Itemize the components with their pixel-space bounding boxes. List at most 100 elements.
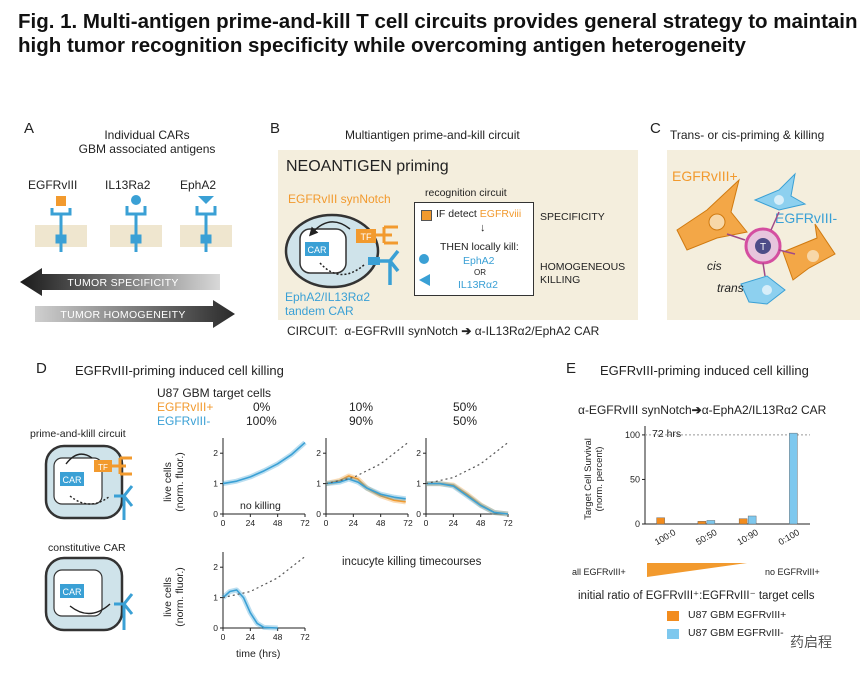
epha2-triangle-icon xyxy=(419,274,430,286)
cis-label: cis xyxy=(707,259,722,273)
panel-e-title: EGFRvIII-priming induced cell killing xyxy=(600,363,809,378)
e-ylabel-1: Target Cell Survival xyxy=(582,438,594,520)
egfrviii-square-icon xyxy=(421,210,432,221)
tumor-homogeneity-arrow xyxy=(35,300,235,328)
tumor-specificity-arrow xyxy=(20,268,220,296)
series-line-1 xyxy=(426,482,509,515)
all-plus-label: all EGFRvIII+ xyxy=(572,567,626,577)
series-line-2 xyxy=(425,442,509,485)
tf-box xyxy=(356,229,376,243)
circuit-line-b: CIRCUIT: α-EGFRvIII synNotch ➔ α-IL13Rα2… xyxy=(287,324,599,338)
y-tick-label: 1 xyxy=(316,479,321,489)
trans-label: trans xyxy=(717,281,744,295)
then-kill-text: THEN locally kill: xyxy=(440,241,519,253)
tandem-car-icon xyxy=(376,249,400,285)
homogeneous-killing-label: HOMOGENEOUS KILLING xyxy=(540,261,625,287)
panel-d-title: EGFRvIII-priming induced cell killing xyxy=(75,363,284,378)
d-circuit-cell-icon: CAR TF xyxy=(44,444,134,520)
d-ylabel-b1: live cells xyxy=(161,577,174,617)
t-cell-text: T xyxy=(760,242,766,253)
series-line-1 xyxy=(325,478,406,500)
x-tick-label: 24 xyxy=(246,632,256,642)
x-tick-label: 0 xyxy=(221,632,226,642)
x-tick-label: 24 xyxy=(449,518,459,528)
no-killing-label: no killing xyxy=(240,500,281,512)
if-detect-antigen: EGFRviii xyxy=(479,208,522,220)
bar-0-2 xyxy=(738,518,748,525)
circuit-left-e: α-EGFRvIII synNotch xyxy=(578,403,692,417)
e-y-tick-label: 50 xyxy=(630,474,640,484)
series-line-0 xyxy=(222,589,278,629)
d-plus-label: EGFRvIII+ xyxy=(157,400,214,414)
bar-1-2 xyxy=(747,515,757,525)
circuit-left-b: α-EGFRvIII synNotch xyxy=(344,324,458,338)
series-band-0 xyxy=(221,587,278,631)
series-line-0 xyxy=(222,441,306,485)
egfrviii-plus-cell-icon xyxy=(676,178,748,251)
d-ylabel-b2: (norm. fluor.) xyxy=(173,567,186,627)
d-ylabel-2: (norm. fluor.) xyxy=(173,452,186,512)
y-tick-label: 1 xyxy=(213,593,218,603)
x-tick-label: 48 xyxy=(273,632,283,642)
panel-b-letter: B xyxy=(270,120,281,137)
circuit-label-b: CIRCUIT: xyxy=(287,324,338,338)
legend-plus-label: U87 GBM EGFRvIII+ xyxy=(688,609,787,621)
series-band-1 xyxy=(426,481,509,517)
series-line-2 xyxy=(325,442,409,485)
y-tick-label: 2 xyxy=(416,448,421,458)
egfrviii-plus-label: EGFRvIII+ xyxy=(672,168,738,184)
tandem-car-line1: EphA2/IL13Rα2 xyxy=(285,290,370,304)
e-x-tick-label: 0:100 xyxy=(777,527,802,547)
x-tick-label: 72 xyxy=(403,518,413,528)
egfrviii-minus-label: EGFRvIII- xyxy=(775,210,838,226)
d-xlabel: time (hrs) xyxy=(236,648,281,660)
bar-1-3 xyxy=(789,432,798,525)
epha2-receptor-icon xyxy=(195,196,217,252)
x-tick-label: 0 xyxy=(221,518,226,528)
antigen-egfrviii: EGFRvIII xyxy=(28,178,78,192)
recognition-circuit-box xyxy=(414,202,534,296)
neoantigen-priming-label: NEOANTIGEN priming xyxy=(286,158,449,175)
synnotch-label: EGFRvIII synNotch xyxy=(288,192,391,206)
recognition-circuit-title: recognition circuit xyxy=(425,187,507,199)
panel-c-diagram: T cis trans xyxy=(676,172,836,305)
e-x-tick-label: 10:90 xyxy=(735,527,760,547)
panel-a-title: Individual CARs GBM associated antigens xyxy=(62,128,232,156)
bar-0-1 xyxy=(697,521,707,525)
figure-title: Fig. 1. Multi-antigen prime-and-kill T c… xyxy=(18,10,858,57)
circuit-line-e: α-EGFRvIII synNotch➔α-EphA2/IL13Rα2 CAR xyxy=(578,403,826,417)
d-constitutive-cell-icon: CAR xyxy=(44,556,134,632)
panel-a-letter: A xyxy=(24,120,35,137)
tandem-car-line2: tandem CAR xyxy=(285,304,354,318)
panel-a-title-2: GBM associated antigens xyxy=(78,142,216,156)
egfrviii-minus-cell-icon xyxy=(753,172,807,211)
if-detect-line: IF detect EGFRviii xyxy=(436,208,521,220)
antigen-il13ra2: IL13Ra2 xyxy=(105,178,151,192)
e-time-label: 72 hrs xyxy=(652,428,682,440)
y-tick-label: 0 xyxy=(213,509,218,519)
e-y-tick-label: 0 xyxy=(635,519,640,529)
pct-minus-1: 90% xyxy=(349,414,374,428)
x-tick-label: 72 xyxy=(300,632,310,642)
circuit-right-e: α-EphA2/IL13Rα2 CAR xyxy=(701,403,827,417)
circuit-arrow-icon: ➔ xyxy=(461,324,472,338)
ratio-wedge-icon xyxy=(647,563,747,577)
legend-minus-swatch xyxy=(667,629,679,639)
watermark: 药启程 xyxy=(790,634,832,650)
x-tick-label: 48 xyxy=(476,518,486,528)
bar-1-1 xyxy=(706,520,716,525)
x-tick-label: 48 xyxy=(376,518,386,528)
tumor-specificity-label: TUMOR SPECIFICITY xyxy=(67,277,179,289)
d-minus-label: EGFRvIII- xyxy=(157,414,211,428)
y-tick-label: 0 xyxy=(316,509,321,519)
homogeneous-line1: HOMOGENEOUS xyxy=(540,261,626,273)
specificity-label: SPECIFICITY xyxy=(540,211,605,223)
panel-c-title: Trans- or cis-priming & killing xyxy=(670,128,825,142)
synnotch-receptor-icon xyxy=(376,225,398,245)
panel-a-title-1: Individual CARs xyxy=(104,128,190,142)
bar-0-0 xyxy=(656,517,665,525)
il13ra2-circle-icon xyxy=(419,254,429,264)
